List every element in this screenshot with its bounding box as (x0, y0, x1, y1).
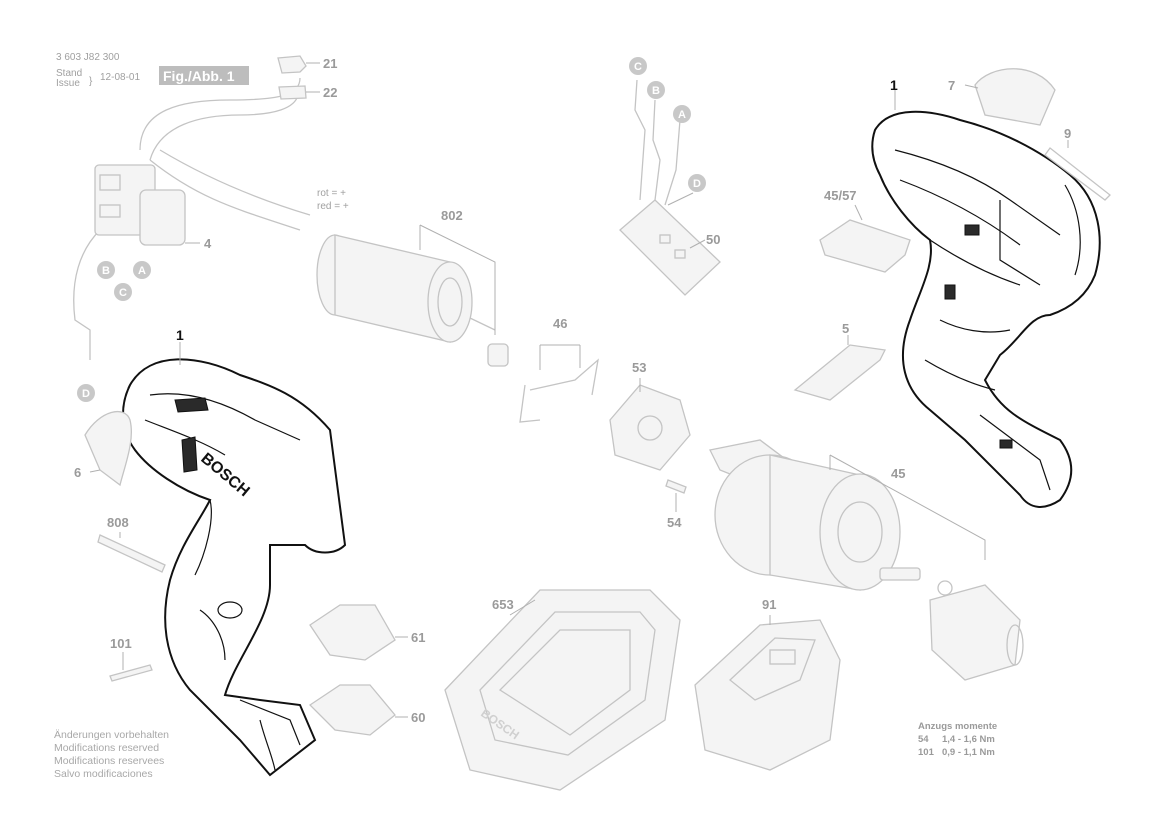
torque-row-1-part: 54 (918, 734, 929, 745)
drawing-header: 3 603 J82 300 Stand Issue } 12-08-01 Fig… (56, 52, 249, 89)
label-802: 802 (441, 208, 463, 223)
issue-label: Issue (56, 78, 80, 89)
torque-row-2-part: 101 (918, 747, 935, 758)
torque-row-1-value: 1,4 - 1,6 Nm (942, 734, 995, 745)
part-labels: 1 1 4 5 6 7 9 21 22 45 45/57 46 50 53 54… (74, 56, 1071, 725)
housing-half-right (871, 90, 1101, 508)
label-60: 60 (411, 710, 425, 725)
gearbox-45 (709, 439, 1024, 681)
label-53: 53 (632, 360, 646, 375)
label-9: 9 (1064, 126, 1071, 141)
label-1-left: 1 (176, 327, 184, 343)
label-5: 5 (842, 321, 849, 336)
pcb-50 (619, 79, 721, 296)
issue-date: 12-08-01 (100, 72, 140, 83)
left-small-parts (84, 411, 408, 736)
motor-802 (316, 224, 509, 367)
wire-note: rot = + red = + (317, 188, 349, 212)
connector-c-left: C (119, 287, 127, 299)
torque-table: Anzugs momente 54 1,4 - 1,6 Nm 101 0,9 -… (918, 721, 997, 758)
connector-d-left: D (82, 388, 90, 400)
label-22: 22 (323, 85, 337, 100)
figure-badge (159, 66, 249, 85)
housing-half-left: BOSCH (122, 342, 347, 777)
wire-note-red: red = + (317, 201, 349, 212)
connector-c-top: C (634, 61, 642, 73)
label-50: 50 (706, 232, 720, 247)
note-es: Salvo modificaciones (54, 768, 153, 780)
label-91: 91 (762, 597, 776, 612)
connector-markers-top: C B A D (629, 57, 706, 192)
label-45: 45 (891, 466, 905, 481)
label-1-right: 1 (890, 77, 898, 93)
carrier-53 (609, 378, 691, 512)
connector-b-left: B (102, 265, 110, 277)
clip-46 (519, 344, 599, 423)
label-54: 54 (667, 515, 682, 530)
torque-row-2-value: 0,9 - 1,1 Nm (942, 747, 995, 758)
label-7: 7 (948, 78, 955, 93)
label-808: 808 (107, 515, 129, 530)
connector-b-top: B (652, 85, 660, 97)
label-101: 101 (110, 636, 132, 651)
connector-d-top: D (693, 178, 701, 190)
label-45-57: 45/57 (824, 188, 857, 203)
label-46: 46 (553, 316, 567, 331)
modification-notes: Änderungen vorbehalten Modifications res… (54, 729, 169, 780)
battery-91 (694, 615, 841, 771)
svg-text:}: } (89, 76, 93, 87)
connector-markers-left: B A C D (77, 261, 151, 402)
note-en: Modifications reserved (54, 742, 159, 754)
note-de: Änderungen vorbehalten (54, 729, 169, 741)
torque-title: Anzugs momente (918, 721, 997, 732)
label-6: 6 (74, 465, 81, 480)
note-fr: Modifications reservees (54, 755, 164, 767)
connector-a-left: A (138, 265, 146, 277)
label-61: 61 (411, 630, 425, 645)
part-number: 3 603 J82 300 (56, 52, 120, 63)
label-653: 653 (492, 597, 514, 612)
charger-653: BOSCH (444, 589, 681, 791)
label-4: 4 (204, 236, 212, 251)
right-small-parts (793, 68, 1111, 401)
wire-note-rot: rot = + (317, 188, 346, 199)
label-21: 21 (323, 56, 337, 71)
connector-a-top: A (678, 109, 686, 121)
stand-label: Stand (56, 68, 82, 79)
figure-label: Fig./Abb. 1 (163, 68, 235, 84)
switch-assembly (73, 55, 320, 360)
